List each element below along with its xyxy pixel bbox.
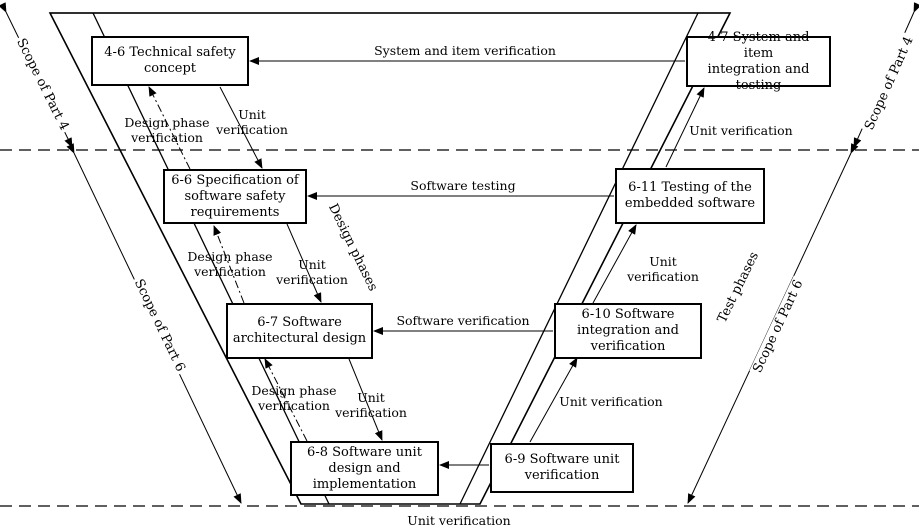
- label-unit-verification-right-low: Unit verification: [559, 394, 663, 409]
- arrow-design-phase-1: [148, 86, 191, 170]
- arrow-unit-verif-left-1: [219, 86, 263, 169]
- arrow-suv-to-siv: [529, 357, 578, 443]
- arrow-unit-verif-left-3: [348, 358, 383, 441]
- label-unit-verif-left-2: Unit verification: [276, 257, 348, 287]
- box-software-unit-design: 6-8 Software unit design and implementat…: [290, 441, 439, 496]
- box-software-unit-verification: 6-9 Software unit verification: [490, 443, 634, 493]
- label-unit-verification-right-top: Unit verification: [689, 123, 793, 138]
- label-system-item-verification: System and item verification: [374, 43, 556, 58]
- label-unit-verif-left-1: Unit verification: [216, 107, 288, 137]
- label-software-testing: Software testing: [410, 178, 516, 193]
- arrow-siv-to-tes: [592, 224, 637, 304]
- label-design-phase-3: Design phase verification: [251, 383, 337, 413]
- label-unit-verif-left-3: Unit verification: [335, 390, 407, 420]
- label-design-phase-2: Design phase verification: [187, 249, 273, 279]
- box-technical-safety-concept: 4-6 Technical safety concept: [91, 36, 249, 86]
- box-software-integration-verification: 6-10 Software integration and verificati…: [554, 303, 702, 359]
- label-software-verification: Software verification: [396, 313, 530, 328]
- label-design-phase-1: Design phase verification: [124, 115, 210, 145]
- label-unit-verification-bottom: Unit verification: [407, 513, 511, 528]
- arrow-design-phase-3: [264, 358, 308, 442]
- arrow-design-phase-2: [213, 225, 245, 304]
- arrow-unit-verif-left-2: [286, 223, 322, 303]
- box-system-item-integration: 4-7 System and item integration and test…: [686, 30, 831, 93]
- v-inner-right: [459, 12, 699, 505]
- label-unit-verification-right-mid: Unit verification: [627, 254, 699, 284]
- box-testing-embedded-software: 6-11 Testing of the embedded software: [615, 168, 765, 224]
- box-software-safety-requirements: 6-6 Specification of software safety req…: [163, 169, 307, 224]
- box-software-architectural-design: 6-7 Software architectural design: [226, 303, 373, 359]
- arrow-tes-to-sysit: [665, 87, 705, 168]
